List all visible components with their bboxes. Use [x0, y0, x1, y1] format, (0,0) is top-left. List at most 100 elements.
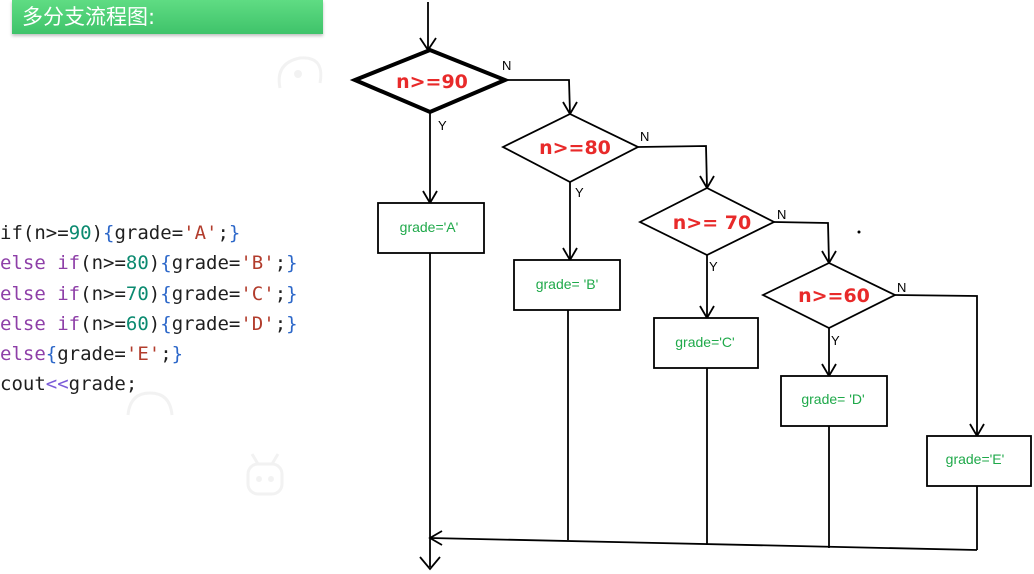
code-token: n — [91, 252, 104, 275]
code-token: 'C' — [240, 282, 275, 305]
slide-title: 多分支流程图: — [22, 5, 156, 29]
code-token: } — [228, 222, 241, 244]
code-token: >= — [103, 252, 126, 275]
code-token: ; — [274, 282, 287, 305]
code-token: { — [160, 312, 172, 335]
arrowhead — [419, 556, 441, 571]
no-line — [894, 294, 978, 436]
code-token: ; — [274, 312, 287, 335]
stray-dot — [857, 230, 861, 234]
code-token: 'B' — [240, 252, 275, 275]
process-box — [513, 259, 621, 311]
code-token: ; — [274, 252, 287, 275]
code-token: grade — [57, 343, 115, 366]
code-token: grade — [171, 282, 229, 305]
code-token: ) — [148, 282, 161, 305]
code-line: if(n>=90){grade='A';} — [0, 218, 298, 248]
code-token: else — [0, 282, 46, 305]
code-token: = — [228, 312, 241, 335]
process-label: grade='E' — [946, 451, 1005, 467]
code-token: 'A' — [183, 222, 218, 244]
code-token: 'D' — [240, 312, 275, 335]
code-token: ( — [80, 252, 92, 275]
code-token: 'E' — [125, 343, 161, 366]
condition-label: n>=60 — [798, 285, 870, 307]
condition-label: n>=80 — [539, 137, 611, 159]
watermark-icon — [246, 453, 284, 496]
code-token: } — [286, 312, 298, 335]
code-token: { — [160, 282, 172, 305]
code-token: ; — [125, 373, 138, 396]
condition-label: n>= 70 — [673, 212, 751, 234]
no-line — [637, 145, 708, 189]
code-token: if — [57, 252, 81, 275]
condition-label: n>=90 — [396, 71, 468, 93]
code-token: else — [0, 312, 46, 335]
code-line: else if(n>=80){grade='B';} — [0, 248, 298, 278]
code-line: else if(n>=60){grade='D';} — [0, 309, 298, 339]
code-token: 80 — [125, 252, 149, 275]
code-token: } — [286, 252, 298, 275]
code-token: if — [57, 312, 81, 335]
code-token: cout — [0, 373, 46, 396]
code-token: = — [228, 252, 241, 275]
yes-label: Y — [709, 259, 718, 274]
no-label: N — [640, 129, 649, 144]
no-label: N — [777, 207, 786, 222]
code-token: = — [228, 282, 241, 305]
process-box — [926, 435, 1032, 487]
code-token: = — [171, 222, 184, 244]
yes-label: Y — [438, 118, 447, 133]
code-token: grade — [171, 252, 229, 275]
process-label: grade='C' — [675, 334, 734, 350]
code-token: grade — [114, 222, 172, 244]
code-token: << — [45, 373, 69, 396]
code-token: 70 — [125, 282, 149, 305]
watermark-icon — [126, 391, 174, 416]
watermark-icon — [277, 56, 323, 89]
title-banner: 多分支流程图: — [12, 0, 323, 34]
code-token: >= — [103, 282, 126, 305]
no-line — [773, 221, 830, 264]
code-token: else — [0, 252, 46, 275]
no-label: N — [502, 58, 511, 73]
merge-line — [429, 537, 978, 551]
code-token: ) — [148, 252, 161, 275]
process-label: grade= 'D' — [801, 391, 864, 407]
process-box — [653, 317, 759, 369]
code-token: ; — [160, 343, 172, 366]
code-token: n — [34, 222, 46, 244]
code-token: ( — [80, 282, 92, 305]
code-token: ) — [148, 312, 161, 335]
code-token: if — [57, 282, 81, 305]
code-token: 90 — [68, 222, 92, 244]
process-label: grade='A' — [400, 219, 459, 235]
code-token: ) — [91, 222, 104, 244]
process-box — [377, 202, 485, 254]
code-token: else — [0, 343, 46, 366]
process-box — [780, 375, 888, 427]
code-token: ( — [22, 222, 35, 244]
code-token: if — [0, 222, 23, 244]
code-token: { — [45, 343, 58, 366]
code-token: } — [286, 282, 298, 305]
code-token: { — [103, 222, 115, 244]
code-token: >= — [103, 312, 126, 335]
code-token: 60 — [125, 312, 149, 335]
code-token: } — [171, 343, 184, 366]
code-token: ; — [217, 222, 229, 244]
arrowhead — [428, 530, 443, 546]
code-token: >= — [45, 222, 69, 244]
code-line: else{grade='E';} — [0, 339, 298, 369]
code-token: grade — [68, 373, 126, 396]
code-block: if(n>=90){grade='A';}else if(n>=80){grad… — [0, 218, 298, 400]
code-token: { — [160, 252, 172, 275]
process-label: grade= 'B' — [536, 276, 599, 292]
code-token: n — [91, 312, 104, 335]
code-token: = — [114, 343, 126, 366]
code-token: ( — [80, 312, 92, 335]
no-label: N — [897, 280, 906, 295]
yes-label: Y — [575, 185, 584, 200]
code-token: grade — [171, 312, 229, 335]
